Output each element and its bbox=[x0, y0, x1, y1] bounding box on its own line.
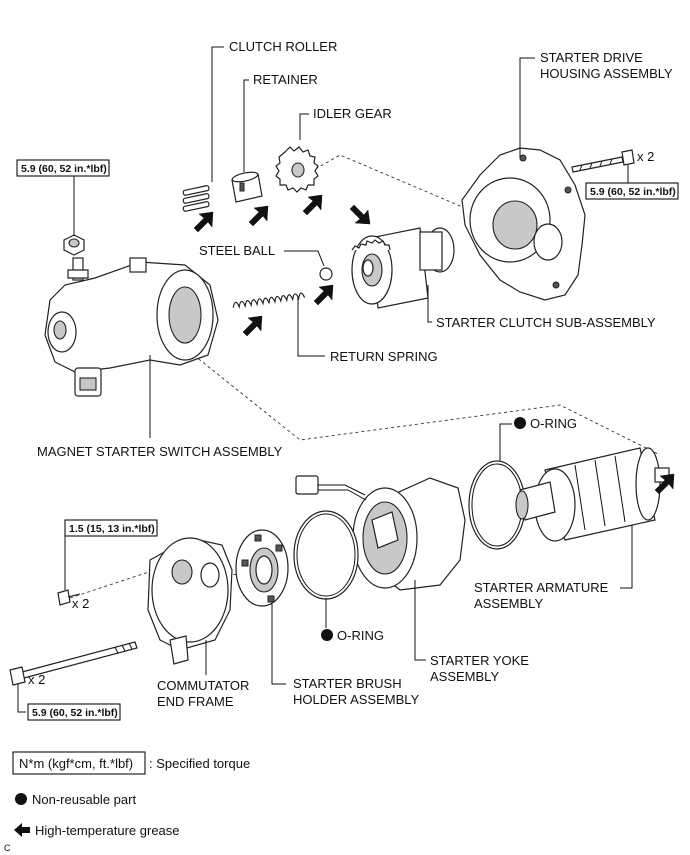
legend: N*m (kgf*cm, ft.*lbf) : Specified torque… bbox=[4, 751, 250, 853]
o-ring-bottom-label: O-RING bbox=[337, 628, 384, 643]
commutator-end-frame-part bbox=[147, 537, 233, 665]
housing-bolt-qty: x 2 bbox=[637, 149, 654, 164]
starter-armature-part bbox=[515, 447, 670, 542]
steel-ball-label: STEEL BALL bbox=[199, 243, 275, 258]
steel-ball-part bbox=[319, 267, 333, 281]
through-bolt-part bbox=[9, 641, 138, 686]
clutch-roller-part bbox=[182, 185, 210, 212]
idler-gear-part bbox=[275, 146, 319, 193]
switch-nut-torque: 5.9 (60, 52 in.*lbf) bbox=[21, 163, 107, 175]
return-spring-part bbox=[232, 292, 306, 309]
starter-clutch-part bbox=[351, 227, 455, 309]
magnet-switch-label: MAGNET STARTER SWITCH ASSEMBLY bbox=[37, 444, 283, 459]
switch-nut-torque-box bbox=[16, 159, 110, 177]
clutch-roller-label: CLUTCH ROLLER bbox=[229, 39, 337, 54]
legend-torque-desc: : Specified torque bbox=[149, 756, 250, 771]
starter-yoke-label-2: ASSEMBLY bbox=[430, 669, 499, 684]
starter-clutch-label: STARTER CLUTCH SUB-ASSEMBLY bbox=[436, 315, 656, 330]
through-bolt-qty: x 2 bbox=[28, 672, 45, 687]
idler-gear-label: IDLER GEAR bbox=[313, 106, 392, 121]
end-frame-screw-torque: 1.5 (15, 13 in.*lbf) bbox=[69, 523, 155, 535]
o-ring-bottom-part bbox=[293, 510, 359, 600]
legend-grease: High-temperature grease bbox=[35, 823, 180, 838]
end-frame-screw-part bbox=[57, 589, 81, 606]
brush-holder-label-1: STARTER BRUSH bbox=[293, 676, 402, 691]
grease-arrow-icon bbox=[302, 194, 323, 216]
grease-arrow-icon bbox=[313, 284, 334, 306]
non-reusable-icon bbox=[321, 629, 333, 641]
o-ring-top-label: O-RING bbox=[530, 416, 577, 431]
brush-holder-part bbox=[235, 529, 289, 607]
retainer-part bbox=[231, 171, 263, 203]
brush-holder-label-2: HOLDER ASSEMBLY bbox=[293, 692, 420, 707]
assembly-guide-lines bbox=[69, 154, 661, 599]
legend-torque-box bbox=[12, 751, 146, 775]
starter-drive-housing-label-1: STARTER DRIVE bbox=[540, 50, 643, 65]
return-spring-label: RETURN SPRING bbox=[330, 349, 438, 364]
commutator-end-frame-label-2: END FRAME bbox=[157, 694, 234, 709]
commutator-end-frame-label-1: COMMUTATOR bbox=[157, 678, 249, 693]
retainer-label: RETAINER bbox=[253, 72, 318, 87]
grease-arrow-icon bbox=[248, 205, 269, 227]
starter-armature-label-2: ASSEMBLY bbox=[474, 596, 543, 611]
legend-non-reusable: Non-reusable part bbox=[32, 792, 136, 807]
starter-drive-housing-label-2: HOUSING ASSEMBLY bbox=[540, 66, 673, 81]
grease-arrow-icon bbox=[349, 204, 371, 225]
starter-armature-label-1: STARTER ARMATURE bbox=[474, 580, 609, 595]
grease-arrow-icon bbox=[193, 211, 214, 233]
switch-nut-part bbox=[63, 234, 85, 256]
through-bolt-torque: 5.9 (60, 52 in.*lbf) bbox=[32, 707, 118, 719]
grease-arrow-icon bbox=[14, 823, 30, 837]
housing-bolt-torque: 5.9 (60, 52 in.*lbf) bbox=[590, 186, 676, 198]
non-reusable-icon bbox=[15, 793, 27, 805]
magnet-switch-part bbox=[44, 257, 219, 397]
through-bolt-torque-box bbox=[27, 703, 121, 721]
non-reusable-icon bbox=[514, 417, 526, 429]
end-frame-screw-qty: x 2 bbox=[72, 596, 89, 611]
legend-torque-box-text: N*m (kgf*cm, ft.*lbf) bbox=[19, 756, 133, 771]
grease-arrow-icon bbox=[242, 315, 263, 337]
corner-mark: C bbox=[4, 843, 11, 853]
starter-drive-housing-part bbox=[461, 147, 586, 301]
housing-bolt-torque-box bbox=[585, 182, 679, 200]
housing-bolt-part bbox=[571, 149, 635, 173]
end-frame-screw-torque-box bbox=[64, 519, 158, 537]
starter-yoke-label-1: STARTER YOKE bbox=[430, 653, 529, 668]
